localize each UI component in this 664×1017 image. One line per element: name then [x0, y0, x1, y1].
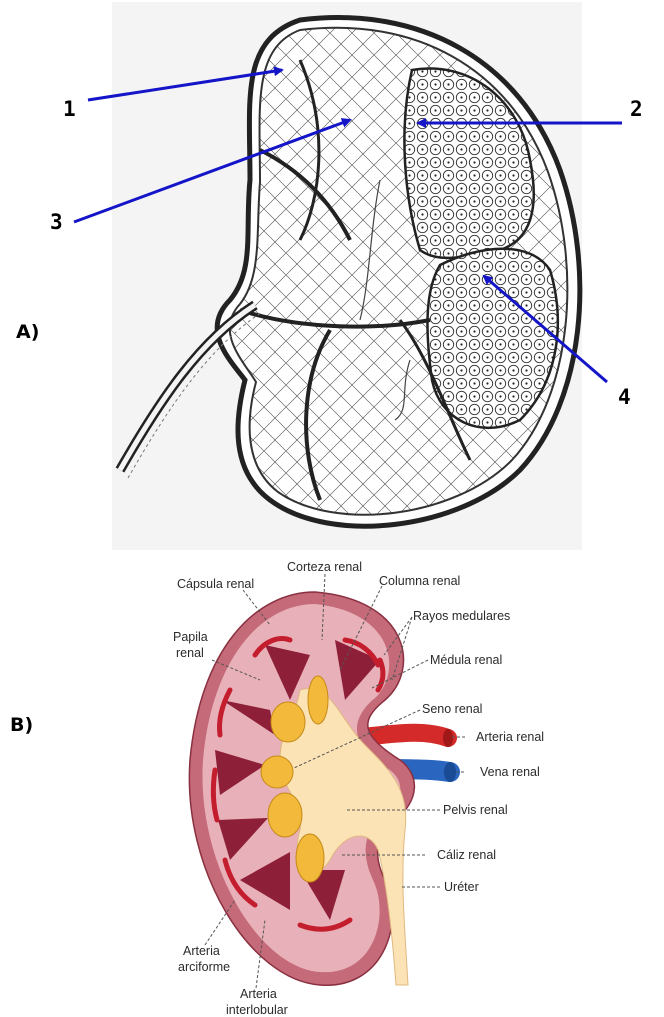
label-arciforme-line2: arciforme	[178, 960, 230, 974]
calyx-1	[308, 676, 328, 724]
calyx-4	[268, 793, 302, 837]
label-arciforme-line1: Arteria	[183, 944, 220, 958]
label-capsula-renal: Cápsula renal	[177, 577, 254, 591]
marker-3: 3	[50, 210, 63, 234]
panel-a-label: A)	[16, 321, 39, 343]
renal-vein-end	[444, 762, 456, 782]
marker-2: 2	[630, 97, 643, 121]
renal-artery-end	[443, 729, 453, 747]
label-papila-line2: renal	[176, 646, 204, 660]
label-papila-line1: Papila	[173, 630, 208, 644]
calyx-2	[271, 702, 305, 742]
panel-b-label: B)	[10, 714, 33, 736]
label-vena-renal: Vena renal	[480, 765, 540, 779]
label-medula-renal: Médula renal	[430, 653, 502, 667]
calyx-3	[261, 756, 293, 788]
marker-4: 4	[618, 385, 631, 409]
calyx-5	[296, 834, 324, 882]
label-interlobular-line1: Arteria	[240, 987, 277, 1001]
label-interlobular-line2: interlobular	[226, 1003, 288, 1017]
label-columna-renal: Columna renal	[379, 574, 460, 588]
label-corteza-renal: Corteza renal	[287, 560, 362, 574]
label-seno-renal: Seno renal	[422, 702, 482, 716]
panel-b-illustration	[189, 592, 456, 985]
label-ureter: Uréter	[444, 880, 479, 894]
label-caliz-renal: Cáliz renal	[437, 848, 496, 862]
label-rayos-medulares: Rayos medulares	[413, 609, 510, 623]
label-arteria-renal: Arteria renal	[476, 730, 544, 744]
marker-1: 1	[63, 97, 76, 121]
label-pelvis-renal: Pelvis renal	[443, 803, 508, 817]
